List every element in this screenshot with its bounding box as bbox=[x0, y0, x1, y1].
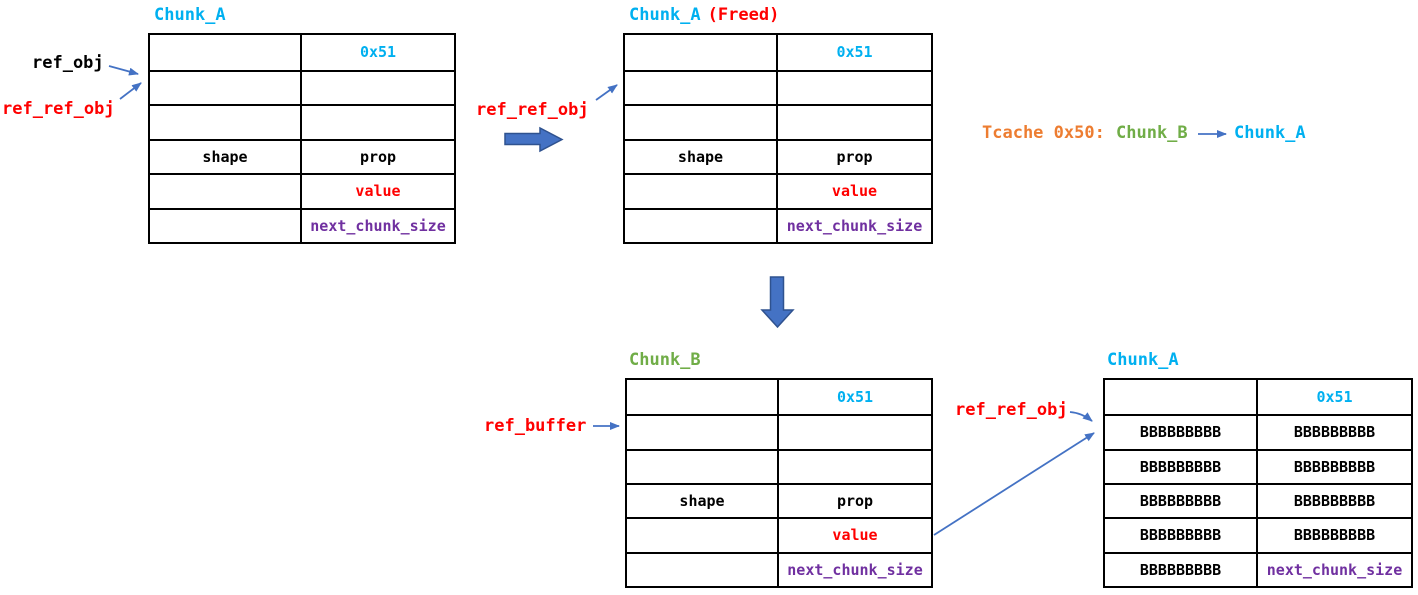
table-cell: BBBBBBBBB bbox=[1105, 448, 1258, 483]
table-cell: prop bbox=[302, 138, 454, 174]
table-cell: BBBBBBBBB bbox=[1258, 482, 1411, 517]
table-cell: value bbox=[302, 173, 454, 208]
chunk-a-title-text: Chunk_A bbox=[629, 5, 701, 25]
table-cell bbox=[627, 448, 779, 483]
table-cell bbox=[1105, 380, 1258, 415]
table-cell: 0x51 bbox=[1316, 388, 1353, 407]
table-cell bbox=[150, 104, 302, 139]
ref-ref-obj-label: ref_ref_obj bbox=[955, 400, 1068, 420]
table-cell: value bbox=[778, 173, 931, 208]
table-cell: shape bbox=[625, 138, 778, 173]
table-cell bbox=[627, 517, 779, 552]
table-cell: 0x51 bbox=[836, 388, 874, 407]
chunk-b-title-text: Chunk_B bbox=[629, 350, 701, 370]
table-cell bbox=[625, 104, 778, 139]
table-cell: next_chunk_size bbox=[778, 207, 931, 243]
value-pointer-arrow-icon bbox=[933, 432, 1095, 536]
table-cell: next_chunk_size bbox=[302, 207, 454, 243]
table-cell: BBBBBBBBB bbox=[1105, 517, 1258, 552]
table-cell: 0x51 bbox=[836, 43, 873, 62]
table-cell bbox=[150, 207, 302, 242]
ref-obj-arrow-icon bbox=[108, 65, 139, 76]
table-cell bbox=[779, 448, 931, 483]
table-cell: BBBBBBBBB bbox=[1105, 414, 1258, 449]
table-cell bbox=[627, 380, 779, 415]
table-cell bbox=[150, 69, 302, 104]
tcache-second-chunk: Chunk_A bbox=[1234, 123, 1306, 143]
table-cell: BBBBBBBBB bbox=[1105, 482, 1258, 518]
table-cell bbox=[625, 207, 778, 242]
ref-ref-obj-arrow-icon bbox=[1069, 411, 1093, 422]
step-right-fat-arrow-icon bbox=[504, 126, 564, 153]
table-cell bbox=[627, 414, 779, 449]
table-cell bbox=[778, 104, 931, 139]
table-cell: prop bbox=[778, 138, 931, 174]
table-cell: BBBBBBBBB bbox=[1105, 551, 1258, 586]
table-cell: BBBBBBBBB bbox=[1258, 448, 1411, 483]
table-cell: shape bbox=[627, 482, 779, 518]
table-cell bbox=[779, 414, 931, 448]
ref-ref-obj-label: ref_ref_obj bbox=[2, 99, 115, 119]
table-cell: shape bbox=[150, 138, 302, 173]
table-cell: next_chunk_size bbox=[1258, 551, 1411, 586]
ref-ref-obj-arrow-icon bbox=[119, 82, 142, 100]
table-cell: BBBBBBBBB bbox=[1258, 517, 1411, 551]
ref-ref-obj-label: ref_ref_obj bbox=[476, 100, 589, 120]
table-cell bbox=[625, 69, 778, 104]
table-cell: next_chunk_size bbox=[779, 551, 931, 586]
table-cell bbox=[778, 69, 931, 105]
table-cell: 0x51 bbox=[359, 43, 397, 62]
table-cell bbox=[625, 173, 778, 208]
table-cell bbox=[302, 69, 454, 105]
tcache-first-chunk: Chunk_B bbox=[1116, 123, 1188, 143]
chunk-a-overwritten-title: Chunk_A bbox=[1107, 350, 1179, 370]
ref-ref-obj-arrow-icon bbox=[595, 84, 618, 101]
table-cell bbox=[627, 551, 779, 586]
ref-buffer-label: ref_buffer bbox=[484, 416, 587, 436]
chunk-a-title-text: Chunk_A bbox=[154, 5, 226, 25]
chunk-a-freed-title: Chunk_A (Freed) bbox=[629, 5, 779, 25]
table-cell bbox=[150, 35, 302, 70]
table-cell bbox=[150, 173, 302, 208]
table-cell: prop bbox=[779, 482, 931, 517]
table-cell: value bbox=[779, 517, 931, 551]
tcache-bin-label: Tcache 0x50: bbox=[982, 123, 1105, 143]
step-down-fat-arrow-icon bbox=[760, 276, 795, 329]
chunk-a-initial-title: Chunk_A bbox=[154, 5, 226, 25]
table-cell bbox=[625, 35, 778, 70]
freed-suffix-text: (Freed) bbox=[707, 5, 780, 25]
table-cell bbox=[302, 104, 454, 139]
chunk-b-title: Chunk_B bbox=[629, 350, 701, 370]
ref-obj-label: ref_obj bbox=[32, 53, 104, 73]
table-cell: BBBBBBBBB bbox=[1258, 414, 1411, 448]
chunk-a-title-text: Chunk_A bbox=[1107, 350, 1179, 370]
